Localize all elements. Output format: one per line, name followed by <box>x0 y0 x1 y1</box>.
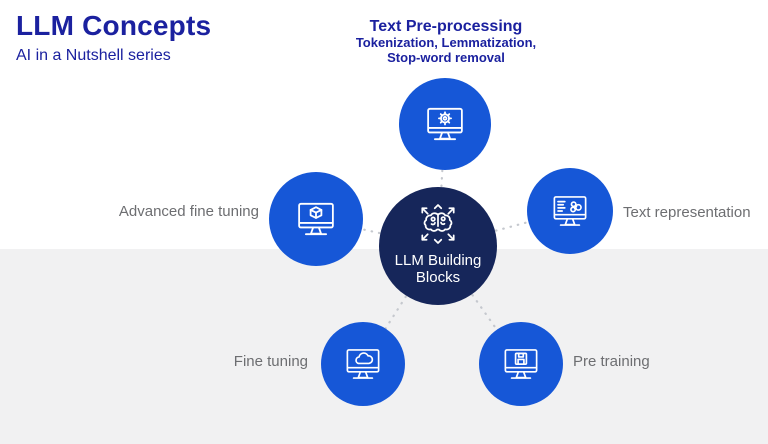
node-text-representation <box>527 168 613 254</box>
header: LLM Concepts AI in a Nutshell series <box>16 10 211 65</box>
monitor-save-icon <box>504 349 538 379</box>
monitor-cloud-icon <box>346 349 380 379</box>
node-advanced-fine-tuning <box>269 172 363 266</box>
monitor-cube-icon <box>298 202 334 236</box>
node-pre-training <box>479 322 563 406</box>
label-fine-tuning: Fine tuning <box>233 353 308 370</box>
label-advanced-fine-tuning: Advanced fine tuning <box>118 203 259 220</box>
page-title: LLM Concepts <box>16 10 212 41</box>
top-node-detail-line1: Tokenization, Lemmatization, <box>355 35 537 50</box>
top-node-caption: Text Pre-processing Tokenization, Lemmat… <box>286 18 606 66</box>
hub-node-label: LLM Building Blocks <box>394 252 482 287</box>
label-text-representation: Text representation <box>623 204 751 221</box>
node-text-preprocessing <box>399 78 491 170</box>
top-node-detail-line2: Stop-word removal <box>387 49 505 65</box>
monitor-gear-icon <box>427 107 463 141</box>
label-pre-training: Pre training <box>573 353 650 370</box>
brain-expand-icon <box>421 204 455 244</box>
page-subtitle: AI in a Nutshell series <box>16 47 171 64</box>
hub-node-llm-building-blocks: LLM Building Blocks <box>379 187 497 305</box>
node-fine-tuning <box>321 322 405 406</box>
monitor-molecule-icon <box>553 196 587 226</box>
top-node-title: Text Pre-processing <box>369 18 523 35</box>
